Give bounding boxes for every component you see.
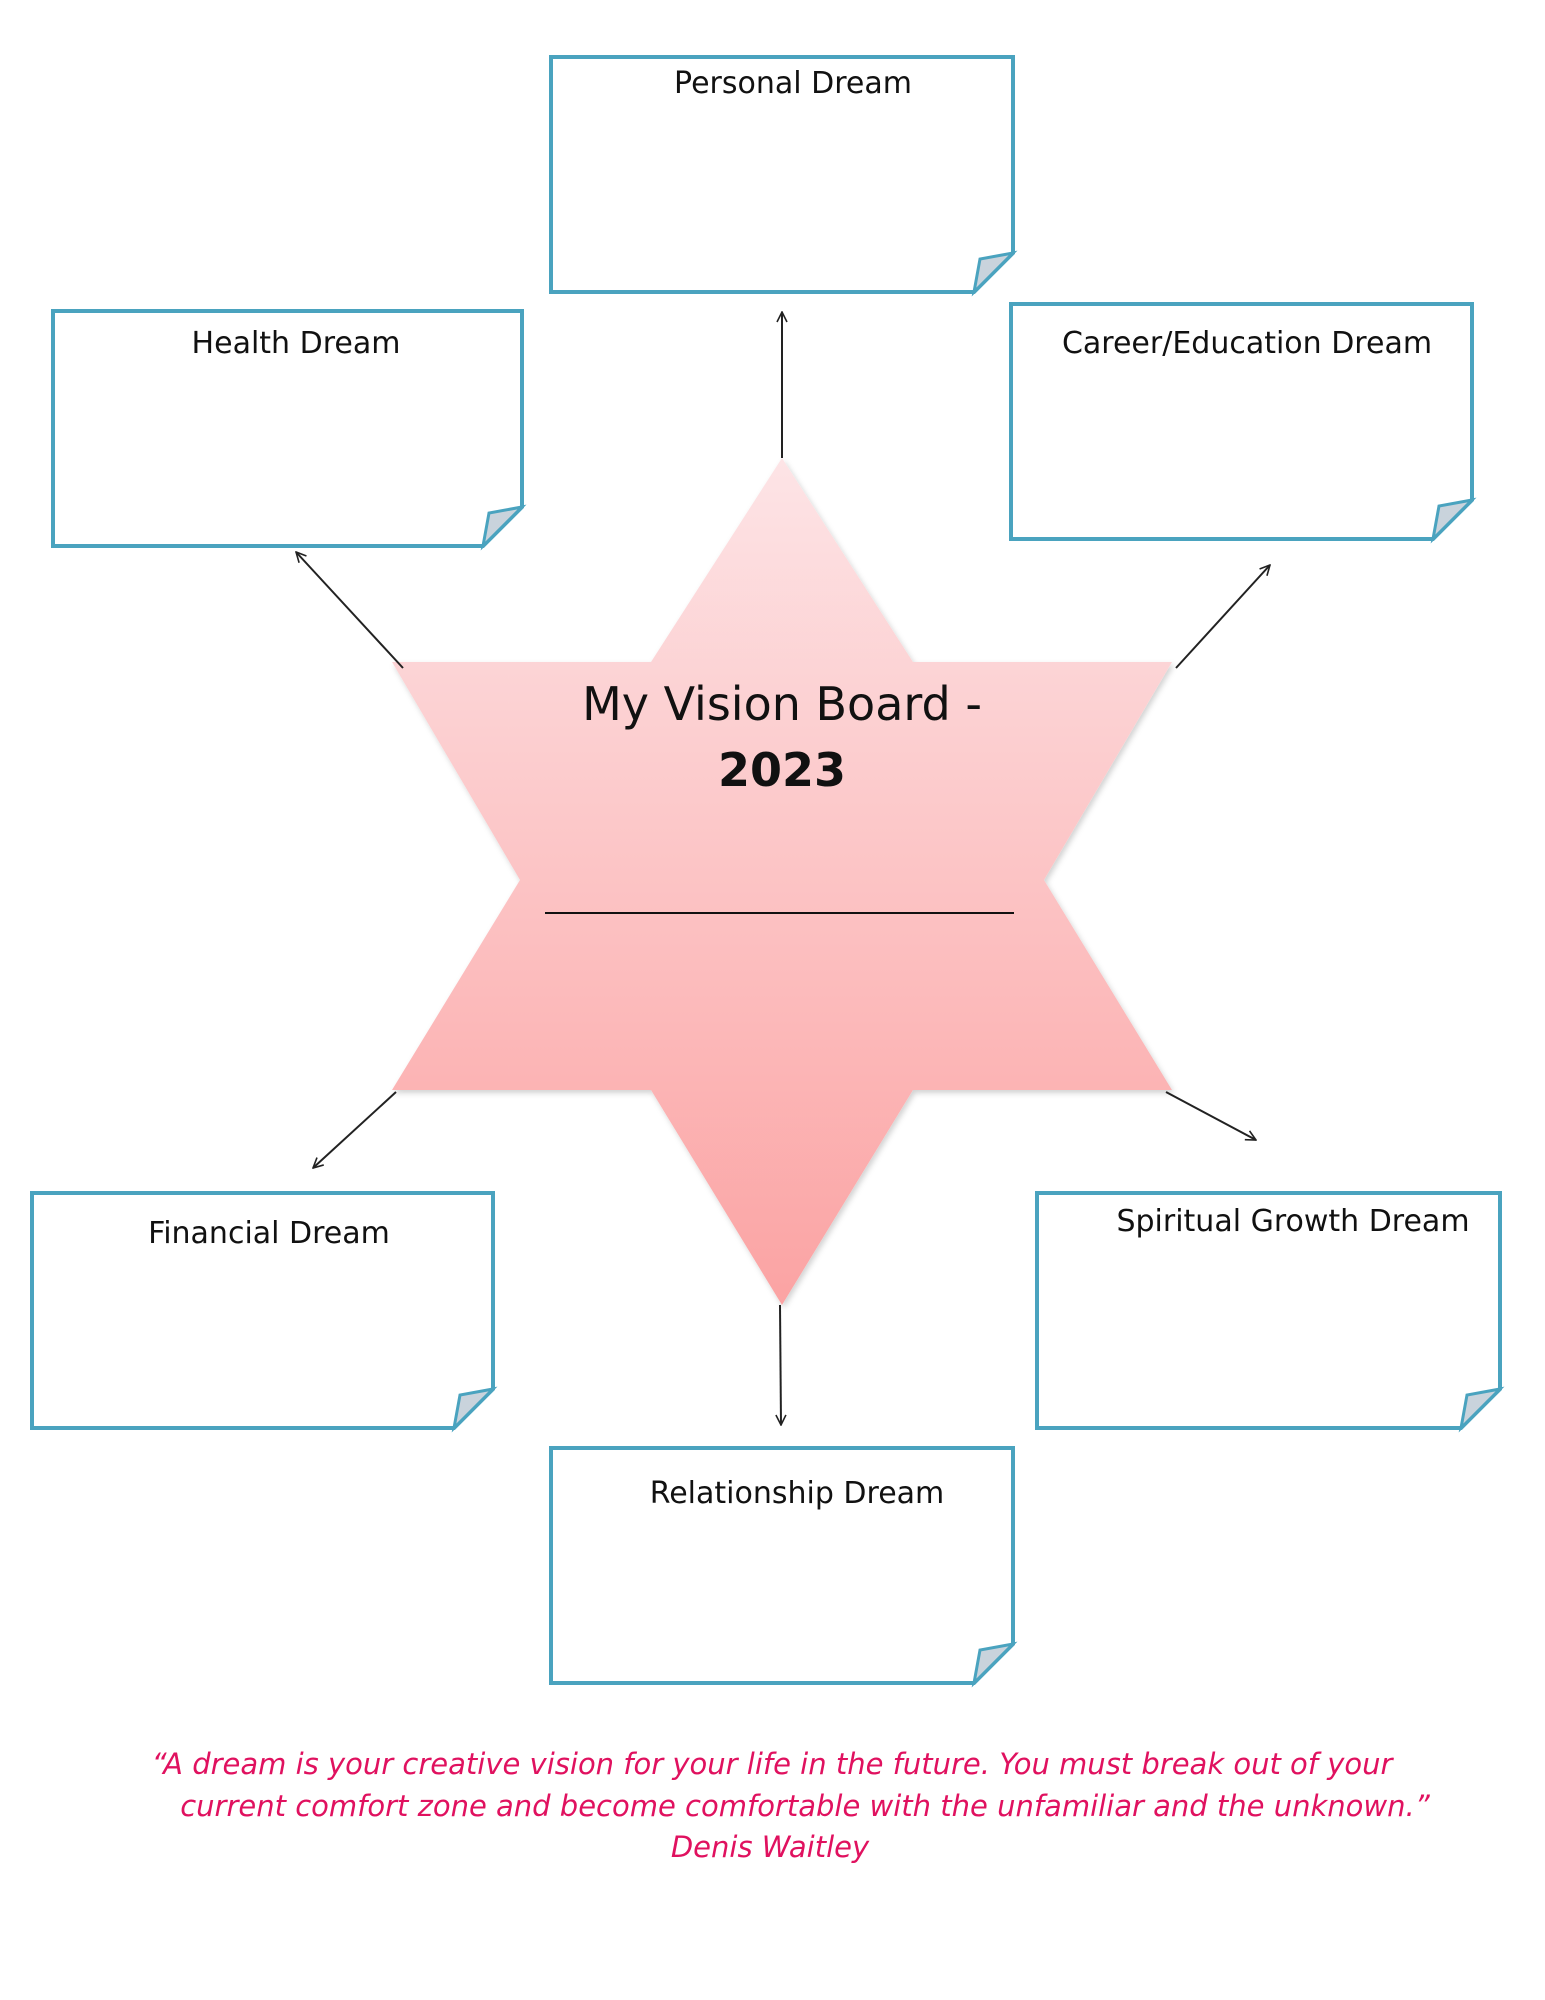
box-financial: Financial Dream xyxy=(30,1191,498,1433)
financial-dream-label: Financial Dream xyxy=(148,1216,390,1251)
quote-author: Denis Waitley xyxy=(671,1830,870,1864)
box-career: Career/Education Dream xyxy=(1009,302,1477,544)
arrow-to-financial xyxy=(313,1091,397,1168)
spiritual-growth-dream-label: Spiritual Growth Dream xyxy=(1116,1204,1469,1239)
box-spiritual: Spiritual Growth Dream xyxy=(1035,1191,1505,1433)
board-year: 2023 xyxy=(718,743,846,797)
health-dream-label: Health Dream xyxy=(192,326,401,361)
box-relationship: Relationship Dream xyxy=(549,1446,1018,1688)
center-star xyxy=(392,458,1172,1305)
board-title: My Vision Board - xyxy=(582,677,982,731)
career-education-dream-label: Career/Education Dream xyxy=(1062,326,1432,361)
quote-line-2: current comfort zone and become comforta… xyxy=(180,1789,1430,1823)
relationship-dream-label: Relationship Dream xyxy=(650,1476,945,1511)
arrow-to-spiritual xyxy=(1165,1091,1256,1141)
arrow-to-health xyxy=(296,552,404,669)
arrow-to-career xyxy=(1175,565,1270,669)
personal-dream-label: Personal Dream xyxy=(674,66,912,101)
box-personal: Personal Dream xyxy=(549,55,1018,297)
quote-line-1: “A dream is your creative vision for you… xyxy=(152,1747,1395,1781)
box-health: Health Dream xyxy=(51,309,527,551)
arrow-to-relationship xyxy=(780,1304,781,1425)
connector-arrows xyxy=(296,312,1270,1425)
